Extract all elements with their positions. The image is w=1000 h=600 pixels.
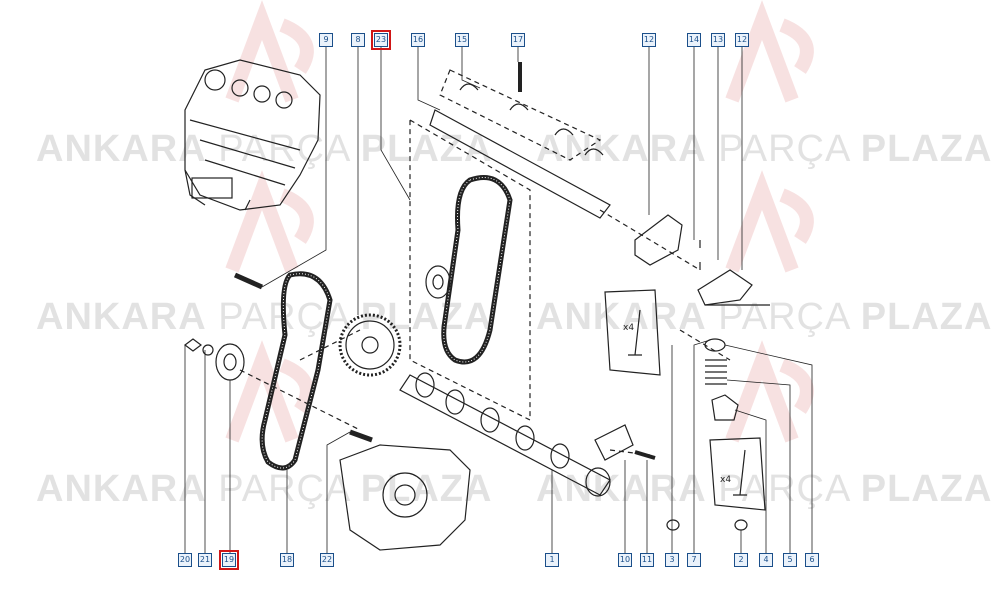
- water-pump-housing: [339, 444, 471, 551]
- callout-16[interactable]: 16: [411, 33, 425, 47]
- watermark-row-3: ANKARA PARÇA PLAZA: [36, 468, 493, 510]
- callout-15[interactable]: 15: [455, 33, 469, 47]
- callout-6[interactable]: 6: [805, 553, 819, 567]
- guide-lines: [239, 69, 731, 456]
- callout-20[interactable]: 20: [178, 553, 192, 567]
- callout-10[interactable]: 10: [618, 553, 632, 567]
- callout-11[interactable]: 11: [640, 553, 654, 567]
- valve-qty-label-lower: x4: [720, 475, 731, 485]
- valve-group-upper: [604, 289, 661, 376]
- engine-block-drawing: [184, 59, 321, 211]
- callout-8[interactable]: 8: [351, 33, 365, 47]
- camshaft: [399, 372, 611, 497]
- callout-5[interactable]: 5: [783, 553, 797, 567]
- callout-19[interactable]: 19: [219, 550, 239, 570]
- rocker-shaft: [429, 83, 611, 219]
- tensioner-pulley: [184, 338, 245, 381]
- watermark-row-1b: ANKARA PARÇA PLAZA: [536, 128, 993, 170]
- callout-1[interactable]: 1: [545, 553, 559, 567]
- watermark-row-3b: ANKARA PARÇA PLAZA: [536, 468, 993, 510]
- rocker-arm: [634, 214, 770, 306]
- bolt-9: [233, 272, 264, 290]
- callout-18[interactable]: 18: [280, 553, 294, 567]
- callout-7[interactable]: 7: [687, 553, 701, 567]
- watermark-row-1: ANKARA PARÇA PLAZA: [36, 128, 493, 170]
- timing-belt-upper: [425, 175, 513, 365]
- thrust-plate: [594, 424, 656, 461]
- callout-17[interactable]: 17: [511, 33, 525, 47]
- callout-9[interactable]: 9: [319, 33, 333, 47]
- stud-22: [349, 429, 373, 443]
- watermark-row-2b: ANKARA PARÇA PLAZA: [536, 296, 993, 338]
- callout-14[interactable]: 14: [687, 33, 701, 47]
- camshaft-sprocket: [338, 313, 402, 377]
- callout-12b[interactable]: 12: [735, 33, 749, 47]
- callout-13[interactable]: 13: [711, 33, 725, 47]
- callout-21[interactable]: 21: [198, 553, 212, 567]
- callout-4[interactable]: 4: [759, 553, 773, 567]
- callout-2[interactable]: 2: [734, 553, 748, 567]
- callout-22[interactable]: 22: [320, 553, 334, 567]
- valve-group-lower: [709, 437, 766, 511]
- callout-3[interactable]: 3: [665, 553, 679, 567]
- valve-qty-label-upper: x4: [623, 323, 634, 333]
- small-seals: [666, 519, 748, 531]
- timing-belt-left: [259, 271, 333, 471]
- callout-12a[interactable]: 12: [642, 33, 656, 47]
- leader-lines: [184, 47, 813, 553]
- callout-23[interactable]: 23: [371, 30, 391, 50]
